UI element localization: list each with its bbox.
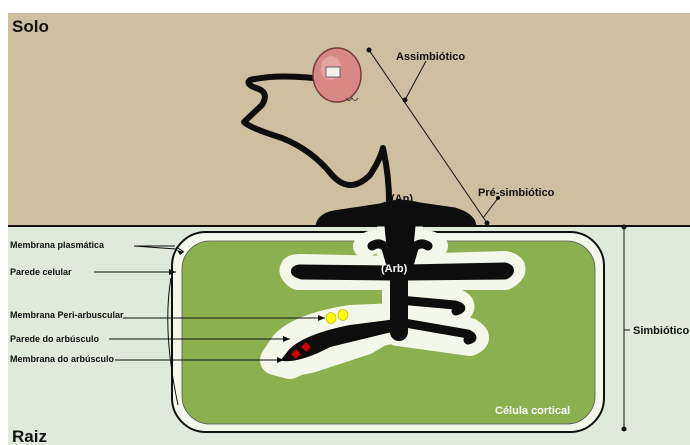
arbuscule-membrane-label: Membrana do arbúsculo xyxy=(10,354,115,364)
cell-wall-label: Parede celular xyxy=(10,267,72,277)
arbuscule-wall-label: Parede do arbúsculo xyxy=(10,334,100,344)
presymbiotic-label: Pré-simbiótico xyxy=(478,187,555,199)
appressorium-label: (Ap) xyxy=(391,193,413,205)
soil-region xyxy=(8,13,690,226)
soil-label: Solo xyxy=(12,17,49,36)
root-label: Raiz xyxy=(12,427,47,445)
cortical-cell-label: Célula cortical xyxy=(495,405,570,417)
asymbiotic-label: Assimbiótico xyxy=(396,51,465,63)
symbiotic-label: Simbiótico xyxy=(633,325,690,337)
yellow-marker-2 xyxy=(338,310,348,321)
arbuscule-label: (Arb) xyxy=(381,263,408,275)
yellow-marker-1 xyxy=(326,313,336,324)
plasma-membrane-label: Membrana plasmática xyxy=(10,240,105,250)
periarbuscular-membrane-label: Membrana Peri-arbuscular xyxy=(10,310,124,320)
spore xyxy=(313,48,361,102)
